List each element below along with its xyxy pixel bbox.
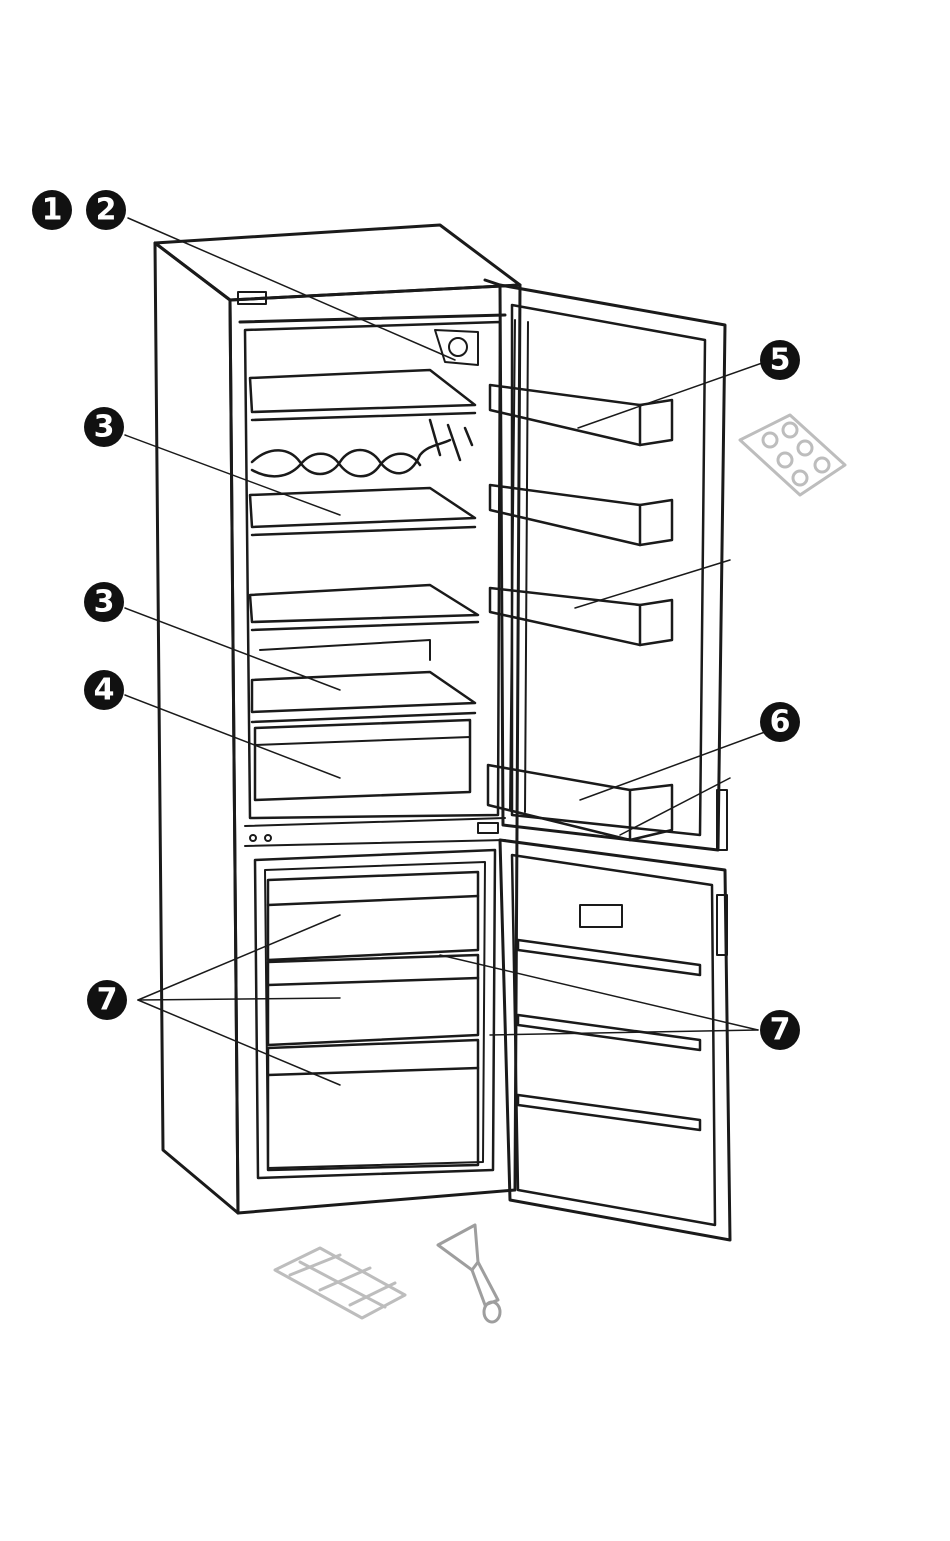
- svg-text:4: 4: [94, 673, 115, 708]
- callout-3-shelf-lower: 3: [84, 582, 124, 622]
- svg-text:7: 7: [97, 983, 118, 1018]
- fridge-compartment: [245, 322, 500, 818]
- callout-7-left: 7: [87, 980, 127, 1020]
- wine-rack: [252, 420, 472, 476]
- svg-text:2: 2: [96, 193, 117, 228]
- svg-text:3: 3: [94, 410, 115, 445]
- ice-tray: [275, 1248, 405, 1318]
- freezer-drawers: [268, 872, 478, 1170]
- svg-text:3: 3: [94, 585, 115, 620]
- callout-2: 2: [86, 190, 126, 230]
- freezer-door-shelves: [518, 940, 700, 1130]
- fridge-door: [485, 280, 727, 850]
- callout-7-right: 7: [760, 1010, 800, 1050]
- door-shelves: [488, 385, 672, 840]
- egg-tray: [740, 415, 845, 495]
- callout-5: 5: [760, 340, 800, 380]
- callout-4: 4: [84, 670, 124, 710]
- svg-text:6: 6: [770, 705, 791, 740]
- callout-6: 6: [760, 702, 800, 742]
- crisper-drawer: [255, 720, 470, 800]
- svg-text:5: 5: [770, 343, 791, 378]
- svg-text:1: 1: [42, 193, 63, 228]
- ice-scraper: [438, 1225, 500, 1322]
- svg-text:7: 7: [770, 1013, 791, 1048]
- light-unit: [435, 330, 478, 365]
- callout-3-shelf-upper: 3: [84, 407, 124, 447]
- freezer-compartment: [255, 850, 495, 1178]
- callout-1: 1: [32, 190, 72, 230]
- freezer-door: [500, 840, 730, 1240]
